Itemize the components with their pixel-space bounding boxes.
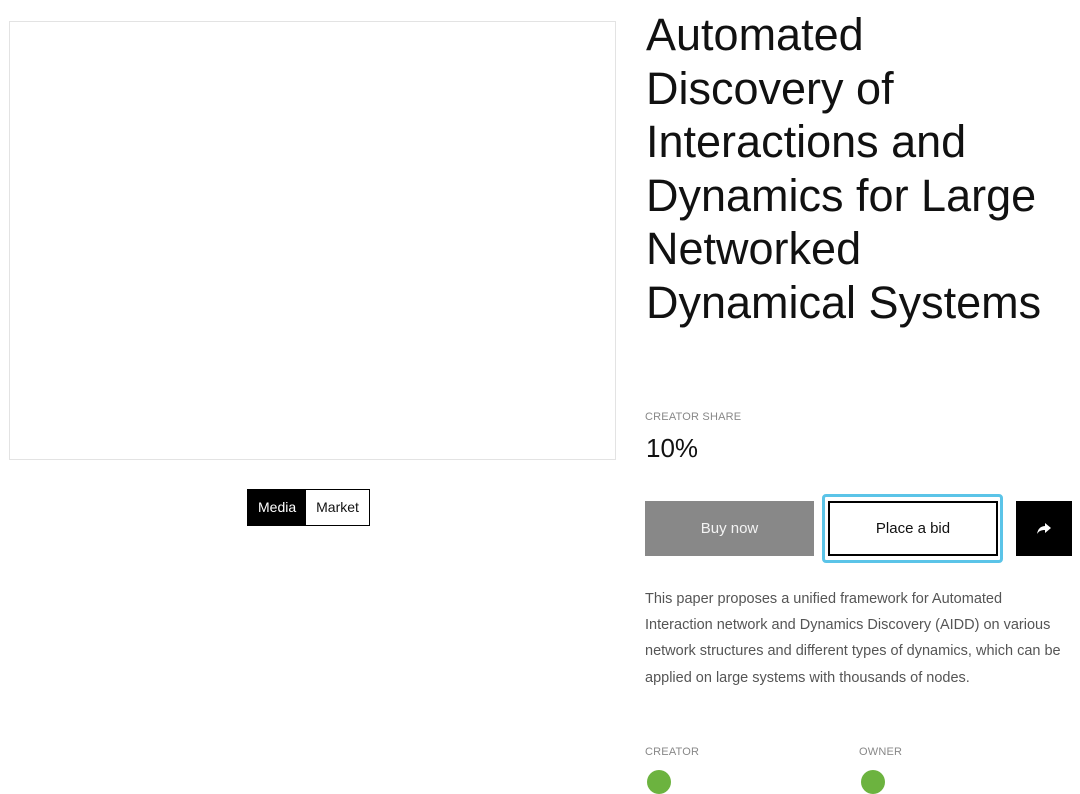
item-description: This paper proposes a unified framework … xyxy=(645,591,1061,686)
media-market-toggle: Media Market xyxy=(247,489,370,526)
creator-share-value: 10% xyxy=(646,433,699,463)
buy-now-button[interactable]: Buy now xyxy=(645,501,814,556)
tab-media[interactable]: Media xyxy=(248,490,307,525)
tab-market[interactable]: Market xyxy=(316,499,359,515)
focus-ring xyxy=(822,494,1003,563)
share-button[interactable] xyxy=(1016,501,1072,556)
creator-label: CREATOR xyxy=(645,746,700,758)
creator-avatar[interactable] xyxy=(647,770,671,794)
owner-avatar[interactable] xyxy=(861,770,885,794)
owner-label: OWNER xyxy=(859,746,903,758)
item-title: Automated Discovery of Interactions and … xyxy=(646,9,1042,328)
place-bid-button[interactable]: Place a bid xyxy=(828,501,998,556)
share-arrow-icon xyxy=(1037,522,1051,534)
media-preview xyxy=(9,21,616,460)
creator-share-label: CREATOR SHARE xyxy=(645,411,742,423)
